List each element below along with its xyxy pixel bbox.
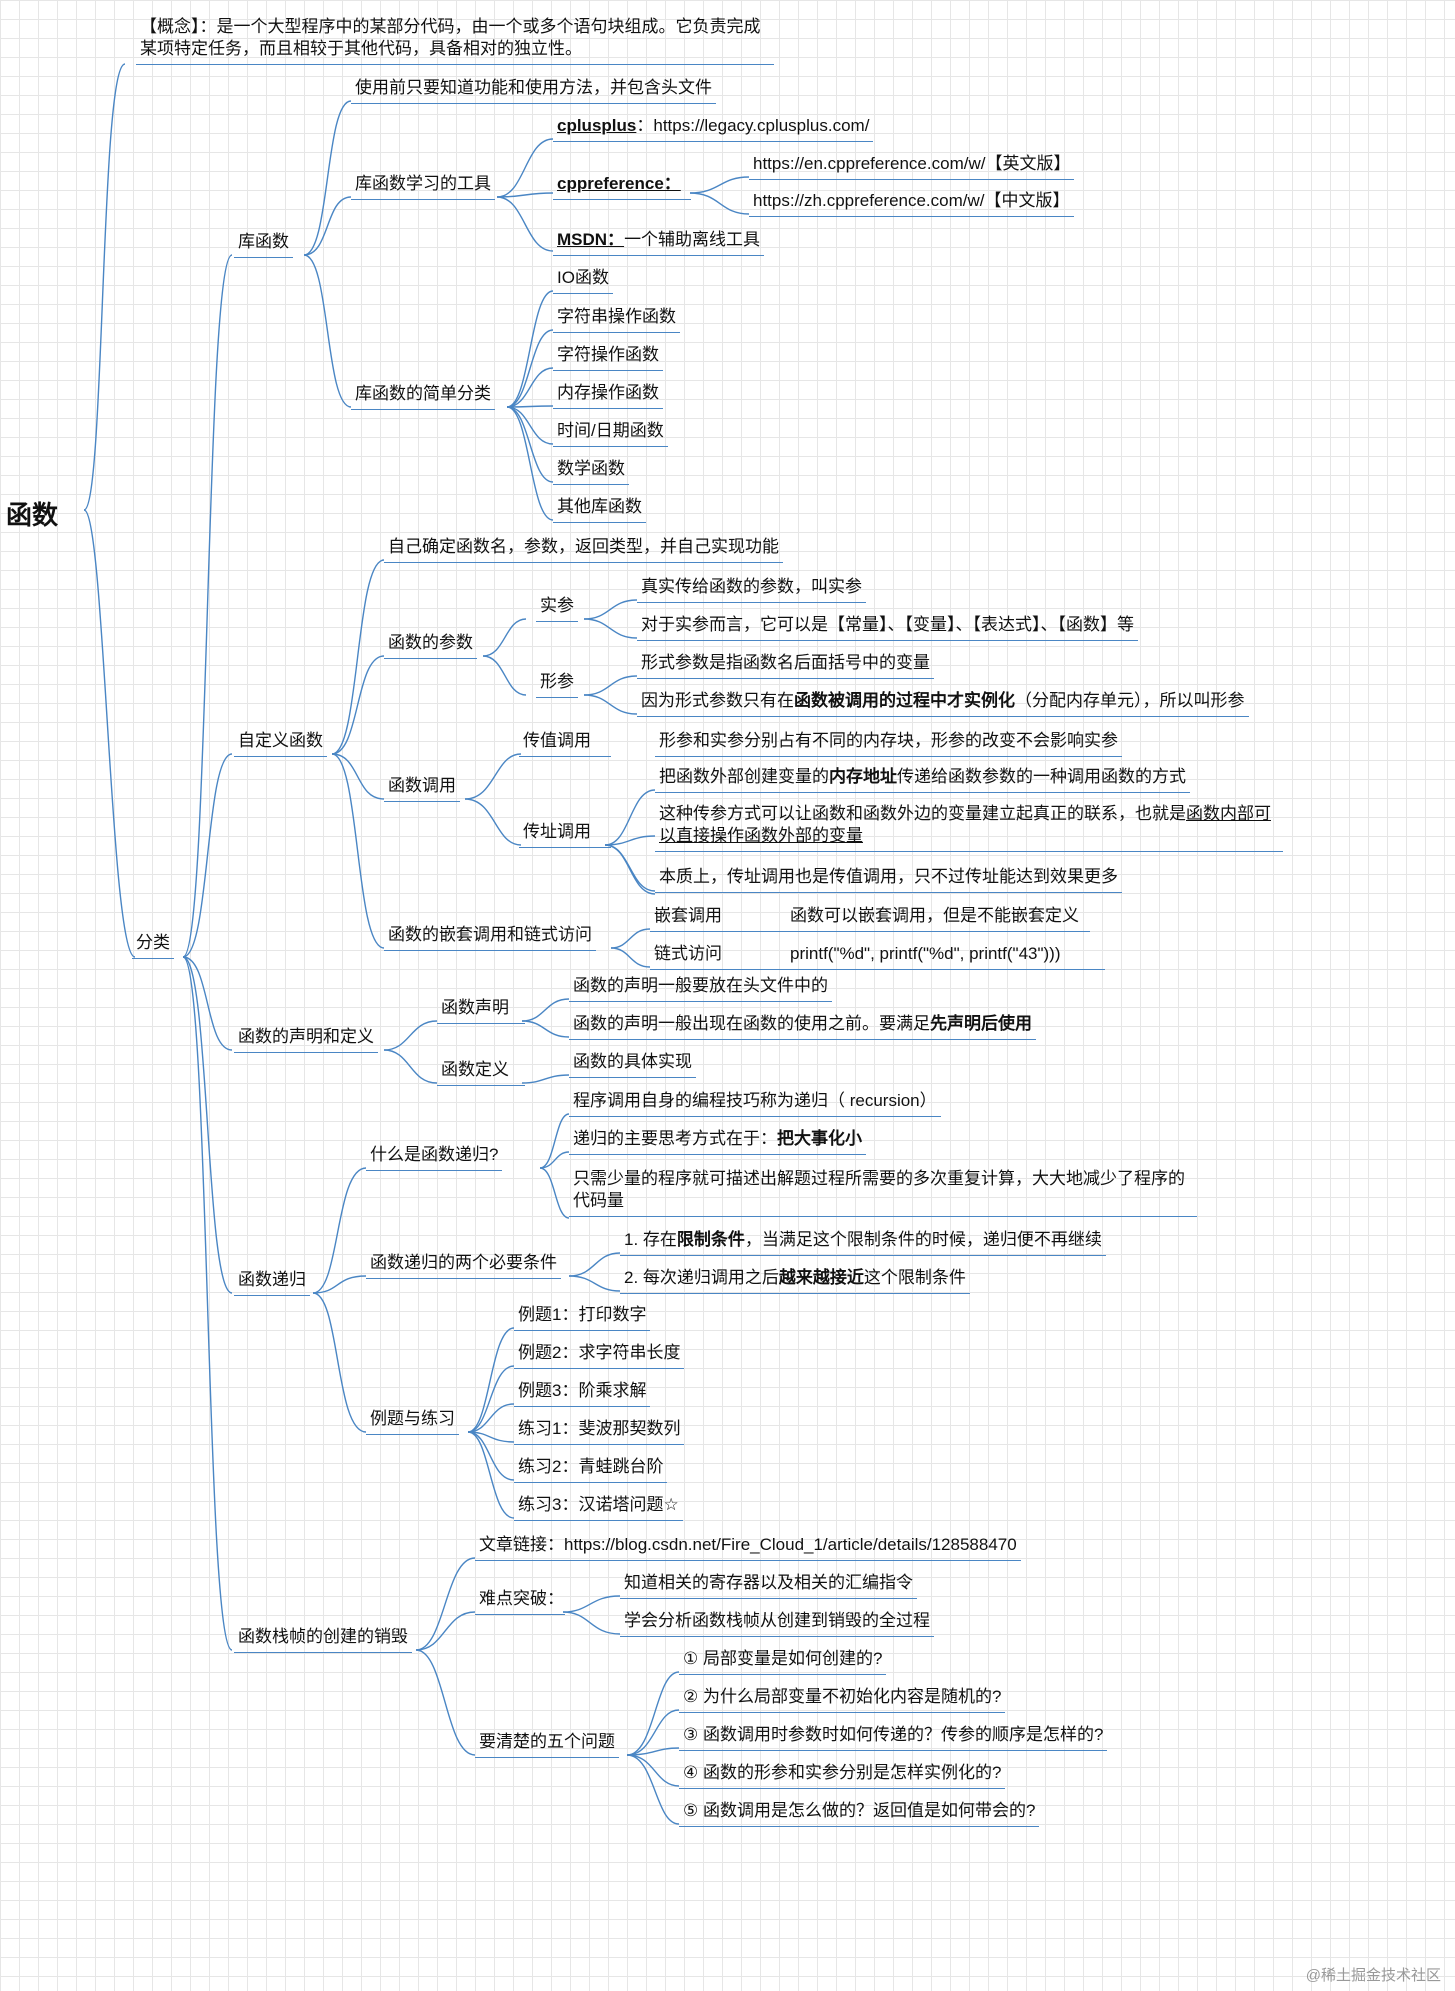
call-by-value-node[interactable]: 传值调用 bbox=[519, 730, 611, 757]
declare-emphasis: 先声明后使用 bbox=[930, 1014, 1032, 1033]
chain-access-desc[interactable]: printf("%d", printf("%d", printf("43"))) bbox=[650, 943, 1105, 970]
call-by-address-node[interactable]: 传址调用 bbox=[519, 821, 611, 848]
cplusplus-name: cplusplus bbox=[557, 116, 637, 135]
call-node[interactable]: 函数调用 bbox=[384, 775, 460, 802]
classify-node[interactable]: 分类 bbox=[132, 932, 174, 959]
what-recursion-text: 递归的主要思考方式在于： bbox=[573, 1129, 777, 1148]
formal-param-desc[interactable]: 形式参数是指函数名后面括号中的变量 bbox=[637, 652, 934, 679]
what-recursion-node[interactable]: 什么是函数递归? bbox=[366, 1144, 503, 1171]
actual-param-desc[interactable]: 对于实参而言，它可以是【常量】、【变量】、【表达式】、【函数】等 bbox=[637, 614, 1138, 641]
declare-node[interactable]: 函数声明 bbox=[437, 997, 525, 1024]
example-item[interactable]: 练习1：斐波那契数列 bbox=[514, 1418, 685, 1445]
watermark: @稀土掘金技术社区 bbox=[1305, 1967, 1441, 1984]
nested-call-node[interactable]: 嵌套调用 bbox=[654, 906, 722, 925]
nest-chain-node[interactable]: 函数的嵌套调用和链式访问 bbox=[384, 924, 596, 951]
condition-text: 1. 存在 bbox=[624, 1230, 677, 1249]
recursion-conditions-node[interactable]: 函数递归的两个必要条件 bbox=[366, 1252, 561, 1279]
lib-kind-item[interactable]: 其他库函数 bbox=[553, 496, 646, 523]
what-recursion-emphasis: 把大事化小 bbox=[777, 1129, 862, 1148]
formal-param-text: （分配内存单元），所以叫形参 bbox=[1015, 691, 1245, 710]
lib-kind-item[interactable]: 字符串操作函数 bbox=[553, 306, 680, 333]
msdn-node[interactable]: MSDN：一个辅助离线工具 bbox=[553, 229, 765, 256]
example-item[interactable]: 例题1：打印数字 bbox=[514, 1304, 651, 1331]
difficulty-item[interactable]: 学会分析函数栈帧从创建到销毁的全过程 bbox=[620, 1610, 934, 1637]
call-by-value-desc[interactable]: 形参和实参分别占有不同的内存块，形参的改变不会影响实参 bbox=[655, 730, 1122, 757]
condition-text: ，当满足这个限制条件的时候，递归便不再继续 bbox=[744, 1230, 1102, 1249]
lib-kind-item[interactable]: IO函数 bbox=[553, 267, 613, 294]
cppreference-node[interactable]: cppreference： bbox=[553, 173, 691, 200]
msdn-name: MSDN： bbox=[557, 230, 625, 249]
call-by-address-desc[interactable]: 这种传参方式可以让函数和函数外边的变量建立起真正的联系，也就是函数内部可以直接操… bbox=[655, 803, 1283, 852]
lib-kind-item[interactable]: 时间/日期函数 bbox=[553, 420, 668, 447]
root-node[interactable]: 函数 bbox=[6, 500, 59, 530]
question-item[interactable]: ① 局部变量是如何创建的? bbox=[679, 1648, 887, 1675]
what-recursion-desc[interactable]: 递归的主要思考方式在于：把大事化小 bbox=[569, 1128, 866, 1155]
question-item[interactable]: ④ 函数的形参和实参分别是怎样实例化的? bbox=[679, 1762, 1006, 1789]
msdn-desc: 一个辅助离线工具 bbox=[624, 230, 761, 249]
example-item[interactable]: 练习3：汉诺塔问题☆ bbox=[514, 1494, 683, 1521]
define-node[interactable]: 函数定义 bbox=[437, 1059, 525, 1086]
chain-access-node[interactable]: 链式访问 bbox=[654, 944, 722, 963]
cplusplus-url: ：https://legacy.cplusplus.com/ bbox=[636, 116, 870, 135]
formal-param-emphasis: 函数被调用的过程中才实例化 bbox=[794, 691, 1015, 710]
cplusplus-node[interactable]: cplusplus：https://legacy.cplusplus.com/ bbox=[553, 115, 874, 142]
decl-node[interactable]: 函数的声明和定义 bbox=[234, 1026, 378, 1053]
call-by-address-desc[interactable]: 把函数外部创建变量的内存地址传递给函数参数的一种调用函数的方式 bbox=[655, 766, 1190, 793]
condition-text: 2. 每次递归调用之后 bbox=[624, 1268, 779, 1287]
call-by-address-text: 传递给函数参数的一种调用函数的方式 bbox=[897, 767, 1186, 786]
example-item[interactable]: 练习2：青蛙跳台阶 bbox=[514, 1456, 668, 1483]
difficulty-item[interactable]: 知道相关的寄存器以及相关的汇编指令 bbox=[620, 1572, 917, 1599]
nested-call-desc[interactable]: 函数可以嵌套调用，但是不能嵌套定义 bbox=[650, 905, 1090, 932]
condition-emphasis: 限制条件 bbox=[676, 1230, 745, 1249]
example-item[interactable]: 例题2：求字符串长度 bbox=[514, 1342, 685, 1369]
call-by-address-underline: 函数内部可以直接操作函数外部的变量 bbox=[659, 804, 1271, 845]
concept-node[interactable]: 【概念】：是一个大型程序中的某部分代码，由一个或多个语句块组成。它负责完成某项特… bbox=[136, 16, 774, 65]
lib-kinds-node[interactable]: 库函数的简单分类 bbox=[351, 383, 495, 410]
lib-tools-node[interactable]: 库函数学习的工具 bbox=[351, 173, 495, 200]
call-by-address-emphasis: 内存地址 bbox=[829, 767, 897, 786]
stack-frame-node[interactable]: 函数栈帧的创建的销毁 bbox=[234, 1626, 412, 1653]
call-by-address-desc[interactable]: 本质上，传址调用也是传值调用，只不过传址能达到效果更多 bbox=[655, 866, 1122, 893]
five-questions-node[interactable]: 要清楚的五个问题 bbox=[475, 1731, 619, 1758]
question-item[interactable]: ② 为什么局部变量不初始化内容是随机的? bbox=[679, 1686, 1006, 1713]
call-by-address-text: 把函数外部创建变量的 bbox=[659, 767, 829, 786]
lib-kind-item[interactable]: 数学函数 bbox=[553, 458, 629, 485]
cppreference-en[interactable]: https://en.cppreference.com/w/【英文版】 bbox=[749, 153, 1075, 180]
formal-param-desc[interactable]: 因为形式参数只有在函数被调用的过程中才实例化（分配内存单元），所以叫形参 bbox=[637, 690, 1249, 717]
what-recursion-desc[interactable]: 只需少量的程序就可描述出解题过程所需要的多次重复计算，大大地减少了程序的代码量 bbox=[569, 1168, 1197, 1217]
actual-param-desc[interactable]: 真实传给函数的参数，叫实参 bbox=[637, 576, 866, 603]
params-node[interactable]: 函数的参数 bbox=[384, 632, 477, 659]
declare-desc[interactable]: 函数的声明一般要放在头文件中的 bbox=[569, 975, 832, 1002]
what-recursion-desc[interactable]: 程序调用自身的编程技巧称为递归（ recursion） bbox=[569, 1090, 941, 1117]
lib-note[interactable]: 使用前只要知道功能和使用方法，并包含头文件 bbox=[351, 77, 716, 104]
recursion-condition[interactable]: 2. 每次递归调用之后越来越接近这个限制条件 bbox=[620, 1267, 970, 1294]
define-desc[interactable]: 函数的具体实现 bbox=[569, 1051, 696, 1078]
article-link[interactable]: 文章链接：https://blog.csdn.net/Fire_Cloud_1/… bbox=[475, 1534, 1021, 1561]
custom-note[interactable]: 自己确定函数名，参数，返回类型，并自己实现功能 bbox=[384, 536, 783, 563]
actual-param-node[interactable]: 实参 bbox=[536, 595, 578, 622]
cppreference-name: cppreference： bbox=[557, 174, 681, 193]
question-item[interactable]: ③ 函数调用时参数时如何传递的？传参的顺序是怎样的? bbox=[679, 1724, 1108, 1751]
declare-desc[interactable]: 函数的声明一般出现在函数的使用之前。要满足先声明后使用 bbox=[569, 1013, 1036, 1040]
lib-node[interactable]: 库函数 bbox=[234, 231, 293, 258]
formal-param-node[interactable]: 形参 bbox=[536, 671, 578, 698]
example-item[interactable]: 例题3：阶乘求解 bbox=[514, 1380, 651, 1407]
question-item[interactable]: ⑤ 函数调用是怎么做的？返回值是如何带会的? bbox=[679, 1800, 1040, 1827]
condition-emphasis: 越来越接近 bbox=[778, 1268, 864, 1287]
call-by-address-text: 这种传参方式可以让函数和函数外边的变量建立起真正的联系，也就是 bbox=[659, 804, 1186, 823]
declare-text: 函数的声明一般出现在函数的使用之前。要满足 bbox=[573, 1014, 930, 1033]
examples-node[interactable]: 例题与练习 bbox=[366, 1408, 459, 1435]
recursion-condition[interactable]: 1. 存在限制条件，当满足这个限制条件的时候，递归便不再继续 bbox=[620, 1229, 1106, 1256]
cppreference-zh[interactable]: https://zh.cppreference.com/w/【中文版】 bbox=[749, 190, 1074, 217]
condition-text: 这个限制条件 bbox=[863, 1268, 966, 1287]
lib-kind-item[interactable]: 内存操作函数 bbox=[553, 382, 663, 409]
formal-param-text: 因为形式参数只有在 bbox=[641, 691, 794, 710]
custom-node[interactable]: 自定义函数 bbox=[234, 730, 327, 757]
recursion-node[interactable]: 函数递归 bbox=[234, 1269, 310, 1296]
lib-kind-item[interactable]: 字符操作函数 bbox=[553, 344, 663, 371]
difficulty-node[interactable]: 难点突破： bbox=[475, 1588, 565, 1615]
